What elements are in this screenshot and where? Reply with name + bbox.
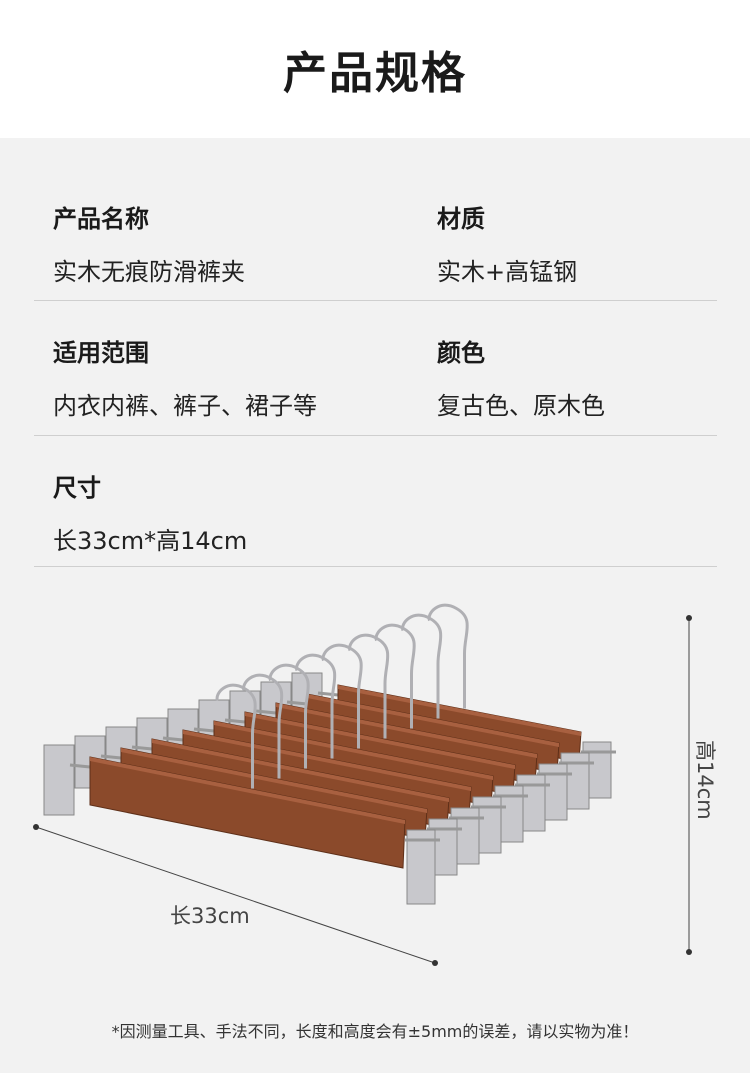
- hook: [427, 603, 469, 709]
- spec-row: 产品名称 实木无痕防滑裤夹 材质 实木+高锰钢: [34, 185, 717, 301]
- metal-rod: [255, 709, 277, 715]
- hook: [348, 633, 390, 739]
- spec-material: 材质 实木+高锰钢: [437, 199, 577, 287]
- metal-rod: [131, 745, 153, 751]
- spec-value: 实木无痕防滑裤夹: [53, 258, 245, 286]
- metal-rod: [224, 718, 246, 724]
- wood-bar-top: [90, 757, 405, 824]
- spec-value: 长33cm*高14cm: [53, 527, 248, 555]
- metal-rod: [317, 691, 339, 697]
- spec-label: 产品名称: [53, 205, 149, 233]
- spec-label: 尺寸: [53, 474, 101, 502]
- metal-rod: [286, 700, 308, 706]
- metal-rod: [162, 736, 184, 742]
- header: 产品规格: [0, 0, 750, 138]
- spec-label: 适用范围: [53, 339, 149, 367]
- spec-color: 颜色 复古色、原木色: [437, 333, 605, 421]
- metal-rod: [69, 763, 91, 769]
- dimension-dot: [686, 949, 692, 955]
- metal-rod: [193, 727, 215, 733]
- clip: [43, 744, 75, 816]
- wood-bar-top: [276, 703, 537, 758]
- hook: [374, 623, 416, 729]
- spec-value: 内衣内裤、裤子、裙子等: [53, 392, 317, 420]
- spec-label: 材质: [437, 205, 485, 233]
- hook: [295, 653, 337, 759]
- spec-usage: 适用范围 内衣内裤、裤子、裙子等: [53, 333, 317, 421]
- hook: [242, 673, 284, 779]
- spec-value: 实木+高锰钢: [437, 258, 578, 286]
- measurement-note: *因测量工具、手法不同，长度和高度会有±5mm的误差，请以实物为准！: [111, 1022, 639, 1041]
- wood-bar-top: [338, 685, 581, 736]
- dimension-dot: [33, 824, 39, 830]
- length-dimension-line: [35, 826, 436, 964]
- spec-value: 复古色、原木色: [437, 392, 605, 420]
- page-title: 产品规格: [283, 48, 467, 99]
- spec-row: 适用范围 内衣内裤、裤子、裙子等 颜色 复古色、原木色: [34, 301, 717, 436]
- wood-bar-top: [121, 748, 427, 813]
- hook: [268, 663, 310, 769]
- dimension-dot: [432, 960, 438, 966]
- hook: [321, 643, 363, 749]
- hanger: [43, 683, 440, 905]
- wood-bar-top: [152, 739, 449, 802]
- hook: [215, 683, 257, 789]
- length-label: 长33cm: [170, 904, 250, 928]
- hook: [401, 613, 443, 719]
- clip: [406, 829, 436, 905]
- product-image: 长33cm 高14cm: [33, 603, 717, 966]
- height-label: 高14cm: [693, 740, 717, 820]
- spec-label: 颜色: [437, 339, 485, 367]
- dimension-dot: [686, 615, 692, 621]
- spec-row: 尺寸 长33cm*高14cm: [34, 436, 717, 567]
- wood-bar-top: [307, 694, 559, 747]
- wood-bar-top: [214, 721, 493, 780]
- wood-bar-top: [183, 730, 471, 791]
- wood-bar-top: [245, 712, 515, 769]
- spec-name: 产品名称 实木无痕防滑裤夹: [53, 199, 245, 287]
- spec-size: 尺寸 长33cm*高14cm: [53, 468, 247, 556]
- metal-rod: [100, 754, 122, 760]
